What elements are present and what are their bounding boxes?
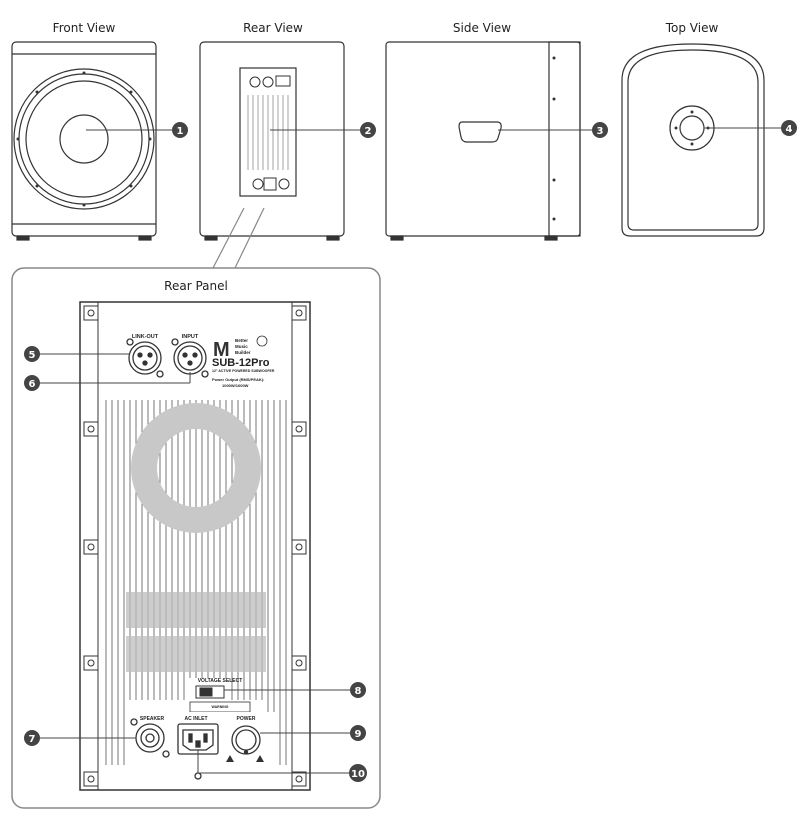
front-view-label: Front View: [53, 21, 116, 35]
svg-text:6: 6: [29, 379, 36, 390]
rear-view-panel-fins: [247, 95, 289, 170]
rear-panel-screw-holes: [87, 309, 303, 783]
svg-text:7: 7: [29, 734, 36, 745]
brand-line-2: Music: [235, 344, 248, 349]
rear-panel-link-lines: [212, 207, 265, 269]
callout-5: 5: [24, 346, 40, 362]
svg-text:POWER: POWER: [237, 716, 256, 722]
top-view-label: Top View: [665, 21, 719, 35]
svg-text:9: 9: [355, 729, 362, 740]
callout-leaders-top: [86, 127, 784, 131]
model-name: SUB-12Pro: [212, 357, 270, 369]
warning-triangle-icons: [226, 755, 264, 762]
rear-view: [199, 41, 345, 241]
rear-panel-screws: [83, 305, 307, 787]
callout-4: 4: [781, 120, 797, 136]
side-view: [385, 41, 581, 241]
rear-panel-title: Rear Panel: [164, 279, 228, 293]
callout-2: 2: [360, 122, 376, 138]
top-view: [621, 43, 765, 237]
brand-logo: M: [213, 339, 230, 361]
rear-panel-frame: [11, 267, 381, 809]
svg-text:8: 8: [355, 686, 362, 697]
callout-3: 3: [592, 122, 608, 138]
side-view-label: Side View: [453, 21, 511, 35]
speaker-connector: [130, 718, 170, 758]
callout-6: 6: [24, 375, 40, 391]
callout-10: 10: [349, 764, 367, 782]
callout-9: 9: [350, 725, 366, 741]
bottom-connector-area: [126, 712, 276, 770]
rear-panel-plate: [79, 301, 311, 791]
callout-7: 7: [24, 730, 40, 746]
voltage-select-label: VOLTAGE SELECT: [198, 678, 243, 684]
svg-text:5: 5: [29, 350, 36, 361]
brand-line-1: Better: [235, 338, 248, 343]
fan-shadow: [131, 403, 261, 533]
rear-view-label: Rear View: [243, 21, 303, 35]
voltage-select-switch: [195, 685, 225, 699]
callout-8: 8: [350, 682, 366, 698]
model-subtitle: 12" ACTIVE POWERED SUBWOOFER: [212, 369, 275, 373]
svg-text:1: 1: [177, 126, 184, 137]
vent-bands: [126, 592, 266, 672]
svg-text:2: 2: [365, 126, 372, 137]
svg-text:4: 4: [786, 124, 793, 135]
callout-1: 1: [172, 122, 188, 138]
svg-text:M: M: [213, 339, 230, 361]
rear-view-connectors: [249, 75, 291, 191]
link-out-label: LINK-OUT: [132, 334, 159, 340]
svg-text:AC INLET: AC INLET: [184, 716, 207, 722]
svg-text:10: 10: [351, 769, 365, 780]
svg-text:SPEAKER: SPEAKER: [140, 716, 165, 722]
svg-text:3: 3: [597, 126, 604, 137]
mascot-icon: [256, 335, 268, 347]
front-view: [11, 41, 157, 241]
callout-leaders-panel: [40, 353, 350, 774]
input-label: INPUT: [182, 334, 199, 340]
link-out-xlr: [126, 338, 164, 378]
power-output-values: 1000W/1600W: [222, 383, 249, 388]
brand-line-3: Builder: [235, 350, 251, 355]
power-switch: [231, 725, 261, 755]
power-output-label: Power Output (RMS/PEAK):: [212, 377, 264, 382]
warning-label: WARNING: [212, 705, 229, 709]
